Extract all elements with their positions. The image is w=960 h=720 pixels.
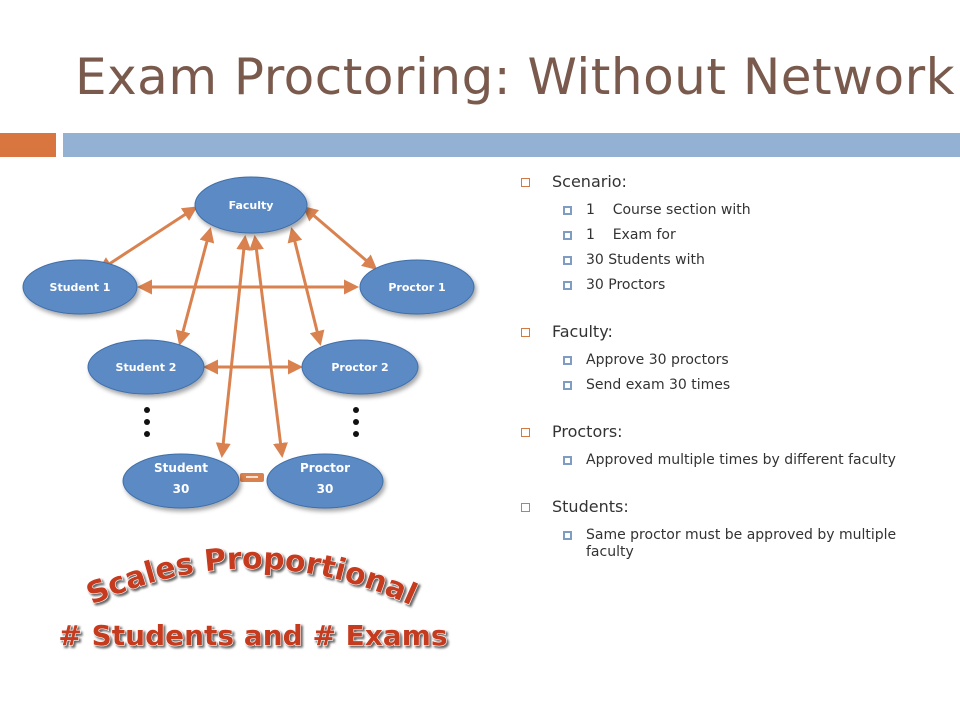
node-student30 (122, 453, 240, 509)
accent-bar-orange (0, 133, 56, 157)
proctors-item: Approved multiple times by different fac… (518, 452, 938, 469)
label-proctor30-line2: 30 (317, 482, 334, 496)
bullet-list: Scenario: 1 Course section with 1 Exam f… (518, 170, 938, 587)
section-faculty: Faculty: Approve 30 proctors Send exam 3… (518, 320, 938, 394)
node-proctor30 (266, 453, 384, 509)
label-student1: Student 1 (50, 281, 111, 294)
section-scenario: Scenario: 1 Course section with 1 Exam f… (518, 170, 938, 294)
label-faculty: Faculty (229, 199, 274, 212)
node-student2 (87, 339, 205, 395)
faculty-item: Send exam 30 times (518, 377, 938, 394)
slide-title: Exam Proctoring: Without Network (75, 48, 956, 106)
ellipsis-right (353, 407, 359, 437)
node-proctor1 (359, 259, 475, 315)
faculty-item: Approve 30 proctors (518, 352, 938, 369)
label-student2: Student 2 (116, 361, 177, 374)
label-student30-line1: Student (154, 461, 208, 475)
ellipsis-left (144, 407, 150, 437)
arrow-faculty-student30 (215, 235, 252, 458)
network-diagram: Faculty Student 1 Proctor 1 Student 2 Pr… (0, 160, 475, 653)
arrow-faculty-proctor30 (249, 235, 288, 458)
students-item: Same proctor must be approved by multipl… (518, 527, 938, 561)
scenario-item: 30 Proctors (518, 277, 938, 294)
section-students: Students: Same proctor must be approved … (518, 495, 938, 561)
label-proctor1: Proctor 1 (388, 281, 445, 294)
scenario-item: 1 Exam for (518, 227, 938, 244)
scenario-item: 30 Students with (518, 252, 938, 269)
heading-scenario: Scenario: (518, 170, 938, 194)
arrow-faculty-student1 (97, 206, 198, 272)
label-student30-line2: 30 (173, 482, 190, 496)
heading-students: Students: (518, 495, 938, 519)
section-proctors: Proctors: Approved multiple times by dif… (518, 420, 938, 469)
arrow-faculty-proctor1 (302, 206, 378, 270)
label-proctor2: Proctor 2 (331, 361, 388, 374)
node-proctor2 (301, 339, 419, 395)
arrow-student30-proctor30 (240, 473, 264, 482)
callout-students-exams: # Students and # Exams (58, 619, 447, 652)
heading-proctors: Proctors: (518, 420, 938, 444)
scenario-item: 1 Course section with (518, 202, 938, 219)
node-student1 (22, 259, 138, 315)
node-faculty (194, 176, 308, 234)
heading-faculty: Faculty: (518, 320, 938, 344)
label-proctor30-line1: Proctor (300, 461, 350, 475)
accent-bar-blue (63, 133, 960, 157)
